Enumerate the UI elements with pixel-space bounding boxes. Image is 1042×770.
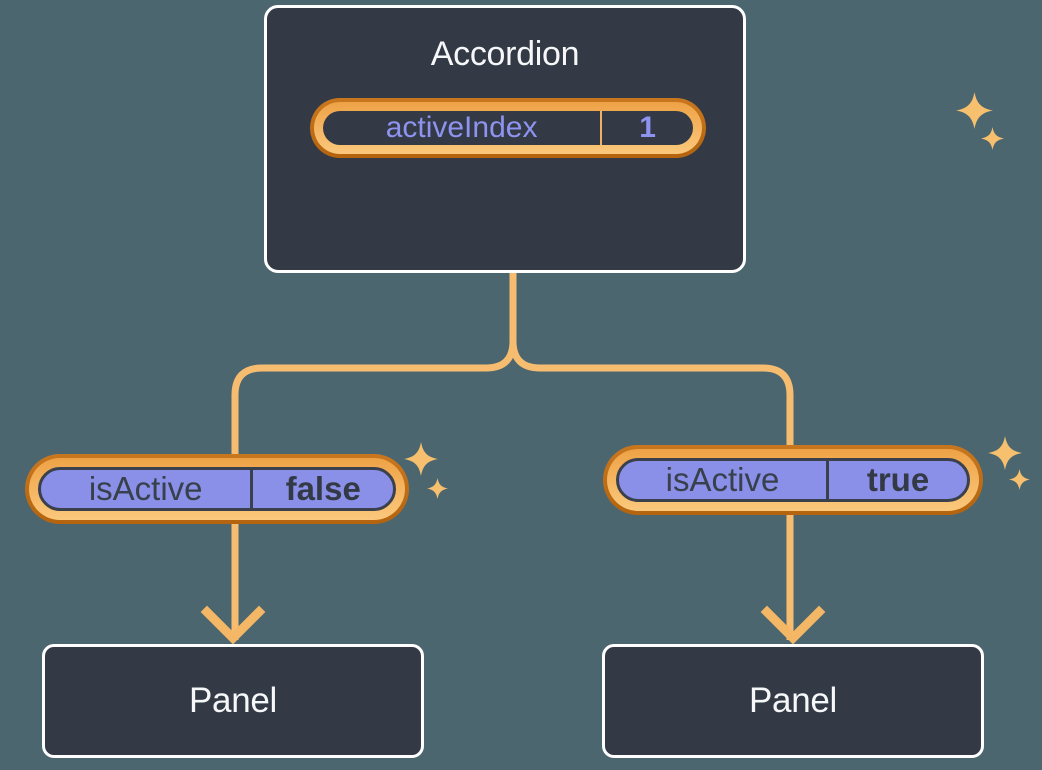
- component-title: Panel: [188, 681, 278, 720]
- connector-branch-right: [509, 272, 794, 640]
- prop-name-label: isActive: [665, 461, 780, 498]
- prop-pill-isactive-false: isActive false: [25, 454, 409, 585]
- pill-divider: [826, 461, 829, 499]
- component-title: Accordion: [430, 35, 580, 73]
- sparkle-icon: [1009, 469, 1030, 490]
- sparkle-icon: [404, 442, 438, 476]
- sparkle-icon: [988, 436, 1022, 470]
- sparkle-icon: [981, 127, 1004, 150]
- component-title: Panel: [748, 681, 838, 720]
- pill-glow-ring: isActive true: [603, 445, 983, 515]
- pill-divider: [600, 111, 603, 145]
- panel-component-box: Panel: [602, 644, 984, 758]
- arrow-down-icon: [760, 605, 826, 645]
- arrow-down-icon: [200, 605, 266, 645]
- accordion-component-box: Accordion activeIndex 1: [264, 5, 1004, 273]
- state-value: 1: [639, 111, 656, 144]
- panel-component-box: Panel: [42, 644, 424, 758]
- sparkle-icon: [427, 478, 448, 499]
- pill-glow-ring: activeIndex 1: [310, 98, 706, 158]
- prop-value: true: [866, 461, 930, 498]
- sparkle-icon: [956, 92, 993, 129]
- state-pill-activeindex: activeIndex 1: [310, 98, 706, 234]
- pill-divider: [250, 470, 254, 508]
- state-name-label: activeIndex: [385, 111, 538, 144]
- prop-value: false: [285, 470, 361, 507]
- prop-name-label: isActive: [88, 470, 203, 507]
- pill-glow-ring: isActive false: [25, 454, 409, 524]
- prop-pill-isactive-true: isActive true: [603, 445, 983, 577]
